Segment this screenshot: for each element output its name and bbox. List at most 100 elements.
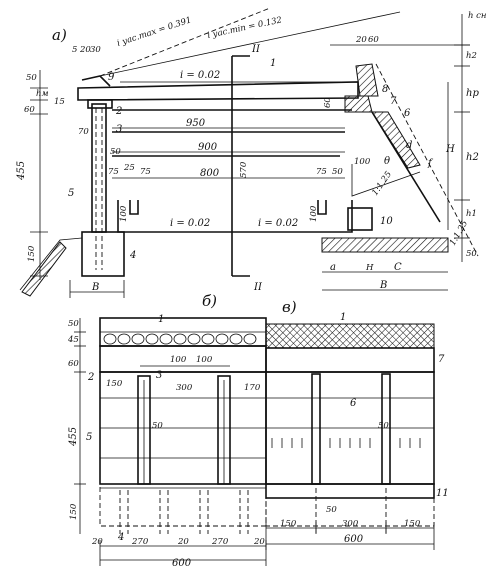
deck-section-v [265,323,435,349]
dim-v-total: 600 [344,534,364,545]
lower-slope-label: 1:1,25 [448,219,470,248]
dim-b-100b: 100 [196,355,213,365]
dim-b-bottom-270a: 270 [131,537,149,547]
part-1-v: 1 [340,312,346,323]
H-label: H [445,144,455,155]
slope-max-line [99,7,271,77]
part-6: 6 [404,108,411,119]
abutment-slope [371,111,441,223]
part-3: 3 [116,124,122,135]
right-notch [317,200,327,215]
base-slab-11 [321,237,449,253]
dim-50-right: 50 [466,249,477,259]
dim-d: d [406,140,412,151]
side-slope-label: 1:1,25 [370,170,394,198]
dim-f: f [427,158,434,169]
dim-b-bottom-270b: 270 [211,537,229,547]
dim-900: 900 [198,142,218,153]
part-1-b: 1 [158,314,164,325]
h-sn-label: h сн [468,11,486,21]
part-5-b: 5 [86,432,92,443]
dim-b-150-h: 150 [106,379,123,389]
h2-top-label: h2 [466,51,477,61]
footing-v [265,497,435,527]
part-2-b: 2 [87,372,94,383]
column-v1 [311,373,321,485]
drain-teeth [271,438,421,448]
dim-100-right: 100 [309,205,319,222]
dim-top-left-20: 20 [79,45,91,55]
h2-label: h2 [466,152,479,163]
dim-b-total: 600 [172,558,192,569]
left-notch [129,200,139,215]
slope-min-label: i уас.min = 0.132 [207,15,283,41]
abutment-7 [344,95,373,113]
dim-small-75c: 75 [316,167,327,177]
part-6-v: 6 [350,398,357,409]
part-3-b: 3 [156,370,162,381]
left-column [91,103,107,233]
footing-b [99,483,267,527]
dim-b-bottom-20a: 20 [91,537,103,547]
dim-small-50: 50 [332,167,343,177]
left-footing [81,231,125,277]
dim-b-bottom-20c: 20 [253,537,265,547]
dim-b-50v: 50 [152,421,163,431]
left-ground-hatch [21,241,67,297]
slope-bottom-right-label: i = 0.02 [258,218,298,229]
dim-b-150: 150 [69,503,79,520]
dim-top-right-20: 20 [355,35,367,45]
dim-b-45: 45 [67,335,79,345]
dim-v-50b: 50 [326,505,337,515]
curb-9 [81,75,111,87]
section-mark-top: II [251,44,261,55]
part-2: 2 [115,106,122,117]
drain-10 [347,207,373,231]
slope-max-label: i уас.max = 0.391 [116,15,193,49]
dim-top-left-5: 5 [72,45,77,55]
dim-left-50: 50 [26,73,37,83]
dim-570: 570 [239,161,249,178]
dim-v-150a: 150 [280,519,297,529]
dim-left-60: 60 [24,105,35,115]
void-row [103,333,257,345]
piles-b [119,490,249,534]
dim-base-H: H [365,263,374,273]
dim-b-60: 60 [68,359,79,369]
slope-protection-6 [371,111,421,169]
hm-label: hм [36,89,49,99]
dim-v-50: 50 [378,421,389,431]
left-cap [87,99,113,109]
beam-7 [265,347,435,373]
part-9: 9 [108,72,115,83]
deck-slab [77,81,359,101]
dim-100-left: 100 [119,205,129,222]
dim-left-455: 455 [16,161,27,181]
dim-left-150: 150 [27,245,37,262]
dim-left-inner-50: 50 [110,147,121,157]
dim-left-inner-15: 15 [54,97,65,107]
cone-slope-dashed [375,63,479,257]
dim-b-300: 300 [176,383,193,393]
part-7: 7 [390,96,397,107]
hp-label: hр [466,88,479,99]
view-v-section [265,323,435,550]
part-10: 10 [380,216,393,227]
view-a-label: а) [52,26,67,44]
dim-small-25: 25 [123,163,135,173]
dim-v-150b: 150 [404,519,421,529]
base-slab-v [265,483,435,499]
slope-min-line [99,11,401,77]
part-7-v: 7 [438,354,445,365]
dim-b-455: 455 [68,427,79,447]
dim-b-50: 50 [68,319,79,329]
dim-950: 950 [186,118,206,129]
view-b-label: б) [202,292,217,310]
dim-base-a: a [330,262,336,273]
view-a-section [19,7,479,298]
part-8: 8 [382,84,388,95]
slope-bottom-left-label: i = 0.02 [170,218,210,229]
h1-label: h1 [466,209,477,219]
dim-v-300: 300 [342,519,359,529]
